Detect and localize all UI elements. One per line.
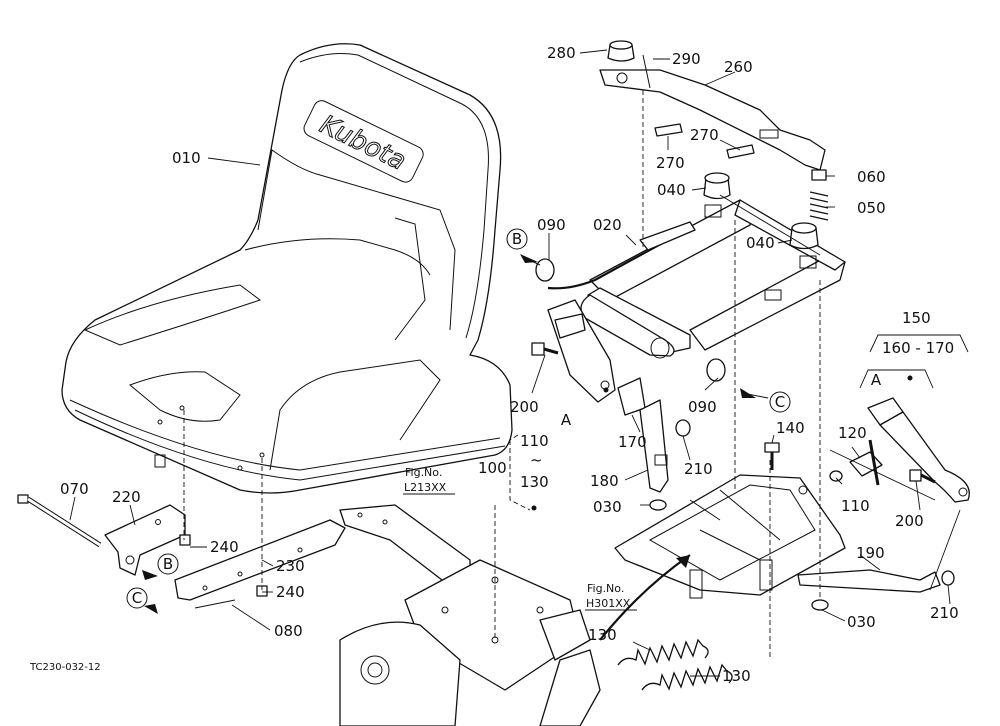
suspension-base bbox=[614, 474, 846, 599]
view-letter-c-left: C bbox=[132, 589, 142, 607]
callout-060: 060 bbox=[857, 168, 886, 186]
callout-260: 260 bbox=[724, 58, 753, 76]
view-letter-a-arm: A bbox=[561, 411, 572, 429]
callout-130-upper: 130 bbox=[588, 626, 617, 644]
lever-assembly bbox=[797, 397, 970, 611]
slide-frame-020 bbox=[535, 169, 846, 382]
callout-270-left: 270 bbox=[656, 154, 685, 172]
callout-150: 150 bbox=[902, 309, 931, 327]
callout-200-arm: 200 bbox=[510, 398, 539, 416]
callout-240-lower: 240 bbox=[276, 583, 305, 601]
callout-280: 280 bbox=[547, 44, 576, 62]
callout-180: 180 bbox=[590, 472, 619, 490]
leader-lines bbox=[69, 49, 951, 677]
figure-code: TC230-032-12 bbox=[29, 662, 101, 673]
callout-range-tilde: ~ bbox=[530, 451, 543, 469]
callout-270-right: 270 bbox=[690, 126, 719, 144]
figref-1-label: Fig.No. bbox=[405, 466, 442, 479]
view-markers: B C B C A A bbox=[126, 228, 882, 609]
callout-090-top: 090 bbox=[537, 216, 566, 234]
callout-210-center: 210 bbox=[684, 460, 713, 478]
callout-130-range: 130 bbox=[520, 473, 549, 491]
callout-070: 070 bbox=[60, 480, 89, 498]
callout-110-right: 110 bbox=[841, 497, 870, 515]
callout-090-bottom: 090 bbox=[688, 398, 717, 416]
figref-2-code: H301XX bbox=[586, 597, 631, 610]
link-arm-parts bbox=[531, 299, 780, 511]
callout-080: 080 bbox=[274, 622, 303, 640]
seat-010: Kubota bbox=[61, 43, 513, 494]
figref-1-code: L213XX bbox=[404, 481, 447, 494]
callout-labels: 280 290 260 270 270 010 040 060 050 090 … bbox=[60, 44, 959, 685]
figref-2-label: Fig.No. bbox=[587, 582, 624, 595]
callout-240-upper: 240 bbox=[210, 538, 239, 556]
rail-260 bbox=[599, 40, 826, 171]
callout-220: 220 bbox=[112, 488, 141, 506]
view-letter-b-left: B bbox=[163, 555, 173, 573]
callout-140: 140 bbox=[776, 419, 805, 437]
lower-frame bbox=[339, 504, 601, 726]
callout-050: 050 bbox=[857, 199, 886, 217]
callout-030-right: 030 bbox=[847, 613, 876, 631]
callout-190: 190 bbox=[856, 544, 885, 562]
callout-200-right: 200 bbox=[895, 512, 924, 530]
view-letter-b-top: B bbox=[512, 230, 522, 248]
direction-arrows bbox=[142, 254, 913, 641]
alignment-lines bbox=[183, 90, 969, 660]
callout-210-right: 210 bbox=[930, 604, 959, 622]
callout-130-lower: 130 bbox=[722, 667, 751, 685]
callout-230: 230 bbox=[276, 557, 305, 575]
callout-040-bottom: 040 bbox=[746, 234, 775, 252]
springs-130 bbox=[617, 638, 733, 691]
seat-brackets bbox=[17, 494, 346, 609]
figure-references: Fig.No. L213XX Fig.No. H301XX bbox=[403, 466, 637, 611]
callout-110-range: 110 bbox=[520, 432, 549, 450]
view-letter-c-right: C bbox=[775, 393, 785, 411]
callout-290: 290 bbox=[672, 50, 701, 68]
callout-020: 020 bbox=[593, 216, 622, 234]
callout-040-top: 040 bbox=[657, 181, 686, 199]
callout-160-170: 160 - 170 bbox=[882, 339, 954, 357]
callout-170: 170 bbox=[618, 433, 647, 451]
callout-100: 100 bbox=[478, 459, 507, 477]
callout-010: 010 bbox=[172, 149, 201, 167]
callout-030-center: 030 bbox=[593, 498, 622, 516]
view-letter-a-lever: A bbox=[871, 371, 882, 389]
callout-120: 120 bbox=[838, 424, 867, 442]
